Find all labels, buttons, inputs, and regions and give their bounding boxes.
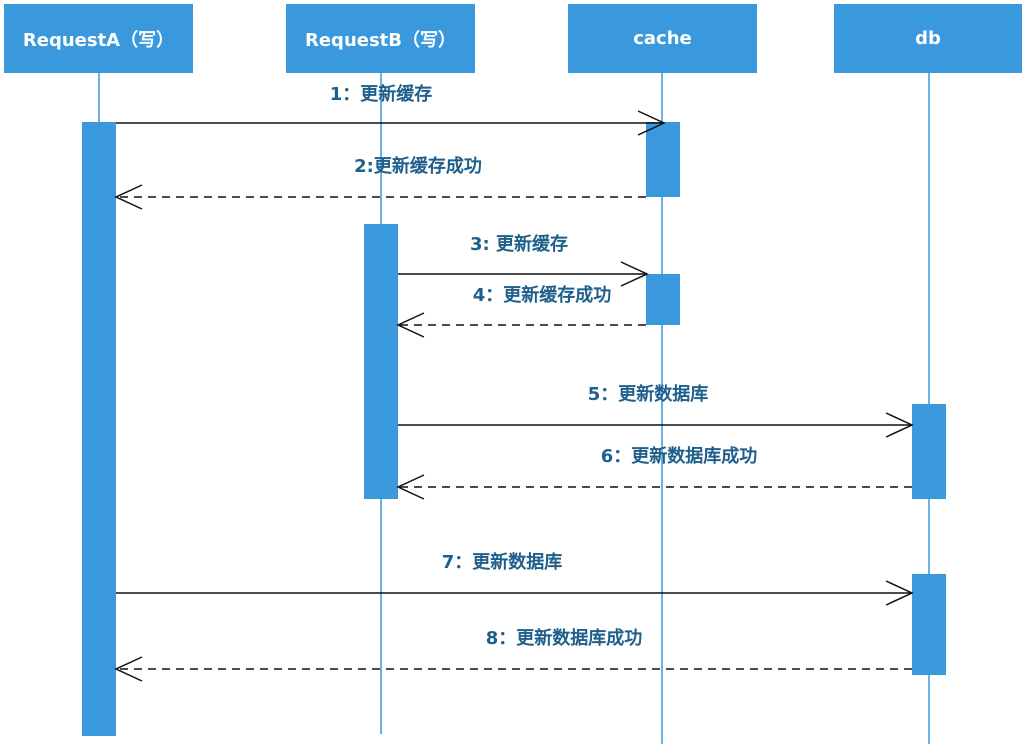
message-6-label: 6：更新数据库成功	[600, 446, 758, 467]
activation-cache-4	[646, 274, 680, 325]
message-1-label: 1：更新缓存	[329, 84, 433, 105]
message-3-label: 3: 更新缓存	[470, 234, 568, 255]
participant-db-label: db	[915, 28, 941, 49]
participant-requesta-label: RequestA（写）	[22, 29, 175, 51]
message-7-label: 7：更新数据库	[441, 552, 563, 573]
activation-cache-3	[646, 122, 680, 197]
message-8-label: 8：更新数据库成功	[485, 628, 643, 649]
message-2-label: 2:更新缓存成功	[354, 156, 482, 177]
participant-cache: cache	[568, 4, 757, 73]
message-5-label: 5：更新数据库	[587, 384, 709, 405]
participant-requesta: RequestA（写）	[4, 4, 193, 73]
participant-db: db	[834, 4, 1022, 73]
activation-db-5	[912, 404, 946, 499]
participant-requestb: RequestB（写）	[286, 4, 475, 73]
activation-requesta-1	[82, 122, 116, 736]
activation-requestb-2	[364, 224, 398, 499]
message-4-label: 4：更新缓存成功	[472, 285, 612, 306]
participant-requestb-label: RequestB（写）	[304, 29, 456, 51]
activation-db-6	[912, 574, 946, 675]
participant-cache-label: cache	[633, 28, 692, 49]
